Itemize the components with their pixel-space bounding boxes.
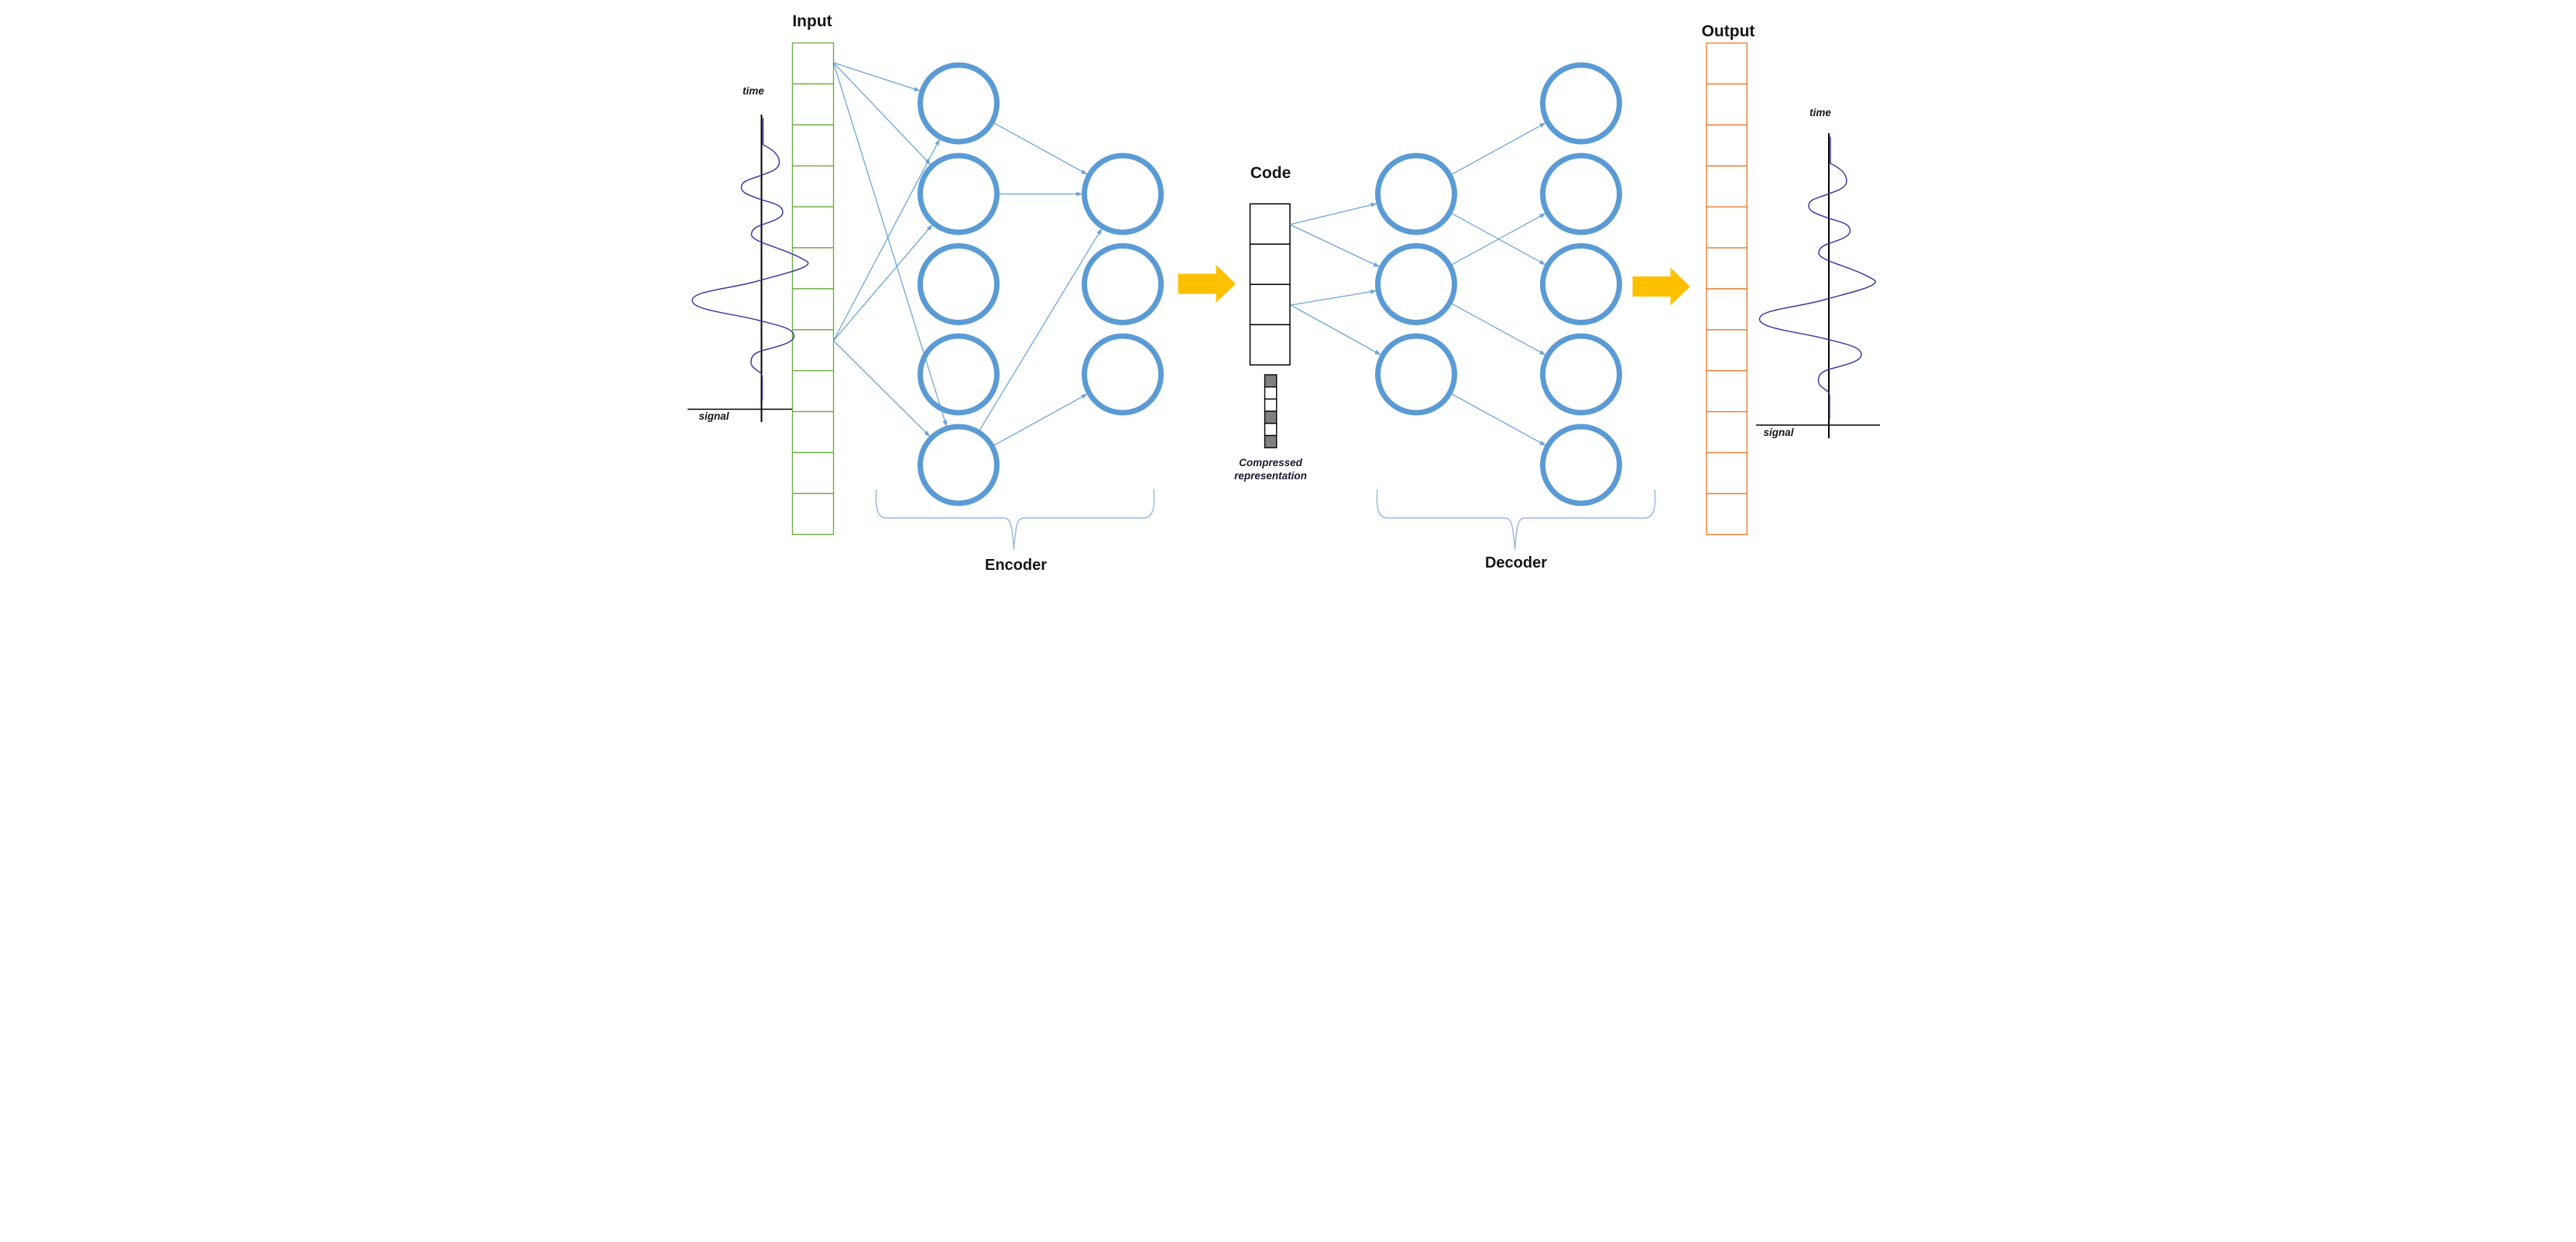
code-cell [1249,324,1291,366]
edge-e1n5-to-e2n3 [993,393,1088,447]
input-cell [791,288,835,331]
input-cell [791,83,835,126]
neuron-node-d2n4 [1540,333,1622,416]
output-cell [1706,370,1748,413]
compressed-cell-white [1264,386,1278,400]
right-time-axis-label: time [1809,107,1831,118]
code-title: Code [1250,164,1291,182]
input-cell [791,410,835,454]
input-cell [791,247,835,290]
code-column [1249,203,1291,366]
compressed-cell-gray [1264,374,1278,388]
output-cell [1706,83,1748,126]
edge-d1n2-to-d2n4 [1450,303,1546,355]
neuron-node-d2n3 [1540,243,1622,325]
network-nodes [918,62,1622,506]
output-cell [1706,288,1748,331]
neuron-node-e2n2 [1082,243,1164,325]
edge-input_mid-to-e1n2 [833,225,933,341]
diagram-canvas: Input Code Output time signal time signa… [688,12,1880,574]
edge-input_mid-to-e1n5 [833,340,931,437]
edge-input_top-to-e1n1 [833,62,921,91]
input-cell [791,42,835,85]
input-cell [791,206,835,249]
encoder-to-code-arrow-icon [1178,265,1236,303]
output-cell [1706,329,1748,372]
right-signal-plot: time signal [1756,107,1880,438]
output-cell [1706,124,1748,166]
edge-input_top-to-e1n2 [833,62,931,165]
compressed-cell-gray [1264,434,1278,448]
decoder-brace [1376,489,1656,551]
output-cell [1706,206,1748,249]
edge-e1n1-to-e2n1 [993,122,1088,175]
compressed-cell-gray [1264,410,1278,424]
neuron-node-e1n2 [918,153,1000,235]
compressed-cell-white [1264,398,1278,412]
input-column [791,42,835,536]
edge-code_s1-to-d1n1 [1289,202,1377,225]
output-cell [1706,42,1748,85]
neuron-node-e2n1 [1082,153,1164,235]
network-edges [832,62,1546,447]
input-cell [791,329,835,372]
left-signal-axis-label: signal [698,410,729,422]
code-to-decoder-arrow-icon [1632,267,1690,306]
output-title: Output [1702,22,1755,40]
right-signal-axis-label: signal [1763,427,1793,438]
edge-d1n1-to-d2n1 [1450,122,1546,176]
neuron-node-d2n2 [1540,153,1622,235]
input-cell [791,451,835,495]
input-title: Input [792,12,832,30]
output-cell [1706,411,1748,454]
neuron-node-d2n1 [1540,62,1622,145]
compressed-representation-column [1264,374,1278,448]
neuron-node-d1n3 [1375,333,1457,416]
neuron-node-d1n1 [1375,153,1457,235]
code-cell [1249,283,1291,326]
input-cell [791,370,835,413]
edge-input_mid-to-e1n1 [832,139,941,341]
code-cell [1249,203,1291,245]
encoder-brace [875,489,1155,551]
left-signal-plot: time signal [688,85,796,422]
left-time-axis-label: time [743,85,764,97]
neuron-node-e2n3 [1082,333,1164,416]
compressed-cell-white [1264,423,1278,437]
decoder-section-label: Decoder [1485,554,1547,571]
output-column [1706,42,1748,536]
edge-d1n2-to-d2n2 [1450,213,1546,266]
output-cell [1706,247,1748,290]
output-cell [1706,492,1748,536]
input-cell [791,492,835,536]
left-signal-waveform [691,118,809,401]
neuron-node-d1n2 [1375,243,1457,325]
right-signal-waveform [1758,136,1877,420]
edge-input_top-to-e1n5 [832,62,948,427]
encoder-section-label: Encoder [985,557,1047,574]
edge-d1n3-to-d2n5 [1450,393,1546,446]
neuron-node-d2n5 [1540,424,1622,506]
input-cell [791,165,835,208]
edge-code_s3-to-d1n3 [1290,304,1381,355]
neuron-node-e1n3 [918,243,1000,325]
edge-e1n5-to-e2n1 [979,228,1103,431]
input-cell [791,124,835,166]
code-cell [1249,243,1291,286]
output-cell [1706,451,1748,495]
edge-code_s3-to-d1n2 [1290,289,1377,306]
output-cell [1706,165,1748,208]
neuron-node-e1n1 [918,62,1000,145]
edge-code_s1-to-d1n2 [1289,224,1380,268]
compressed-caption-line1: Compressed [1239,457,1303,468]
neuron-node-e1n5 [918,424,1000,506]
neuron-node-e1n4 [918,333,1000,416]
compressed-caption-line2: representation [1234,470,1307,482]
autoencoder-diagram: Input Code Output time signal time signa… [681,0,1895,585]
